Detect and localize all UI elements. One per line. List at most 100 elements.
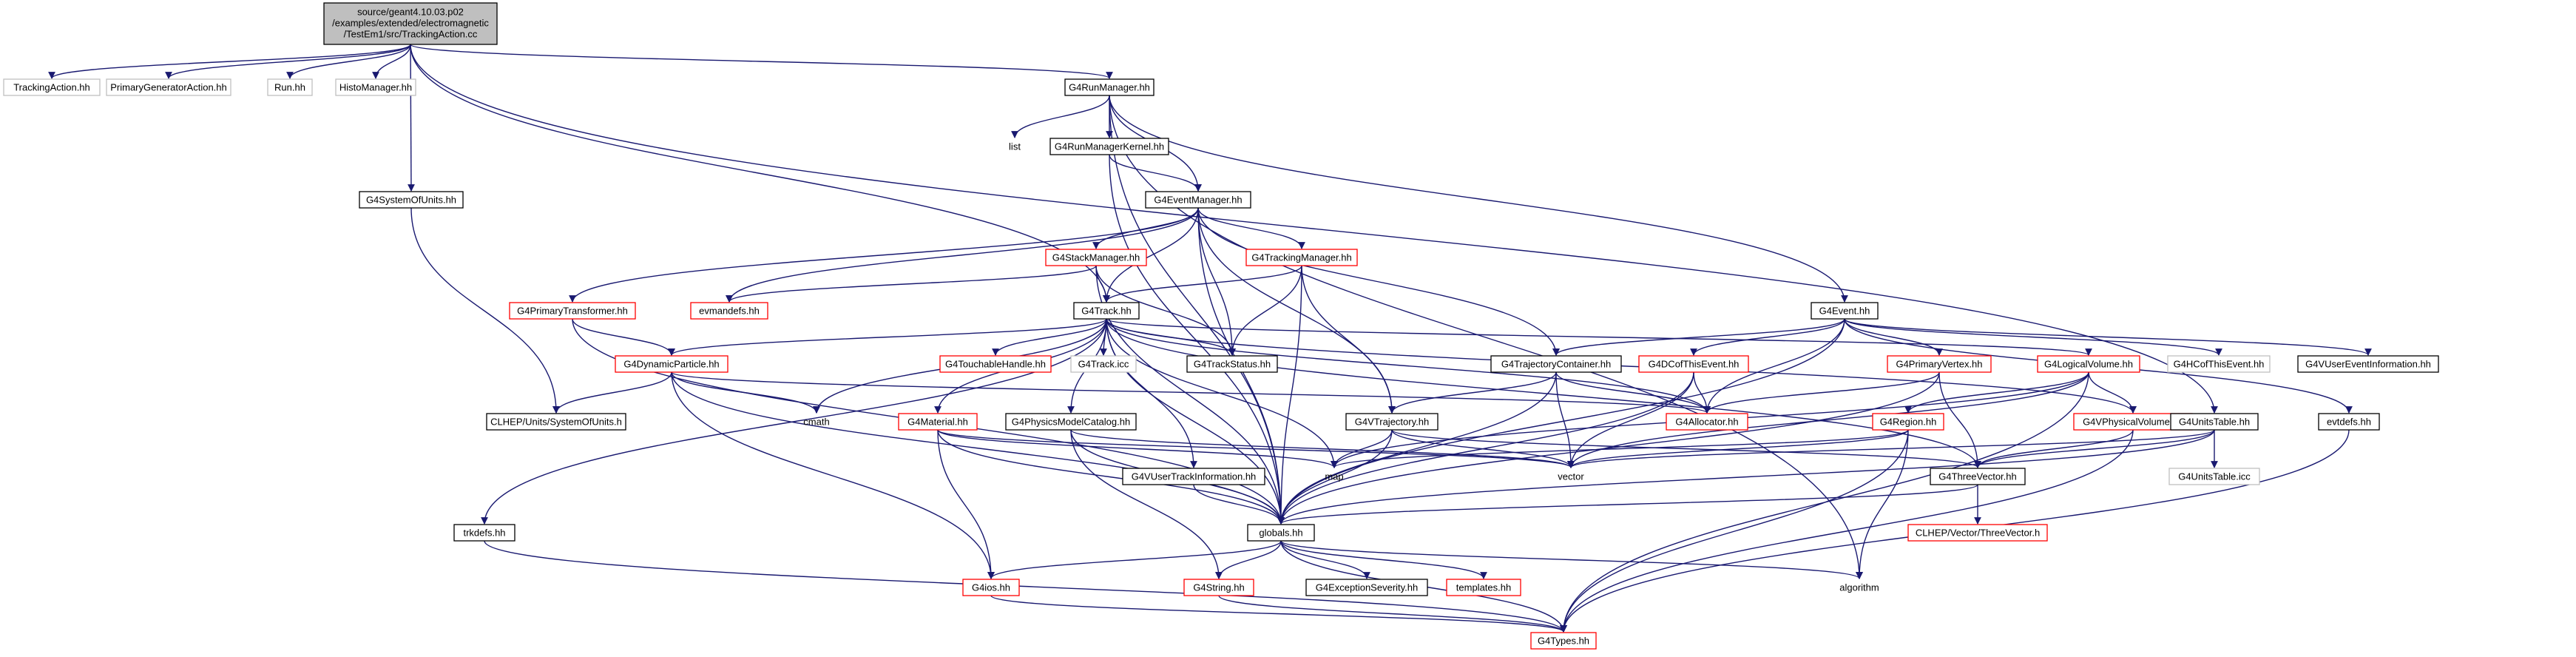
edge-G4VPhysicalVolume_hh-to-G4ThreeVector_hh — [1974, 429, 2134, 468]
node-box — [1930, 468, 2026, 485]
node-g4logicalvolume-hh[interactable]: G4LogicalVolume.hh — [2037, 355, 2140, 373]
edge-G4Event_hh-to-globals_hh — [1277, 318, 1845, 525]
node-label: G4String.hh — [1193, 582, 1244, 593]
node-clhep-threevector[interactable]: CLHEP/Vector/ThreeVector.h — [1907, 524, 2048, 542]
node-clhep-units[interactable]: CLHEP/Units/SystemOfUnits.h — [486, 413, 626, 431]
node-g4systemofunits-hh[interactable]: G4SystemOfUnits.hh — [359, 191, 464, 209]
node-evmandefs-hh[interactable]: evmandefs.hh — [690, 302, 768, 320]
node-label: G4SystemOfUnits.hh — [366, 194, 456, 205]
node-g4runmanager-hh[interactable]: G4RunManager.hh — [1064, 78, 1155, 96]
edge-G4TrackingManager_hh-to-G4VTrajectory_hh — [1301, 265, 1396, 414]
edge-G4Event_hh-to-G4VUserEventInformation_hh — [1844, 318, 2372, 356]
node-box — [1183, 579, 1254, 596]
node-g4primarytransformer-hh[interactable]: G4PrimaryTransformer.hh — [509, 302, 636, 320]
node-g4unitstable-hh[interactable]: G4UnitsTable.hh — [2170, 413, 2259, 431]
node-g4stackmanager-hh[interactable]: G4StackManager.hh — [1045, 249, 1147, 266]
node-histomanager-hh[interactable]: HistoManager.hh — [335, 78, 416, 96]
edge-G4Track_hh-to-G4DynamicParticle_hh — [668, 318, 1107, 356]
node-g4string-hh[interactable]: G4String.hh — [1183, 579, 1254, 596]
node-g4dcofthisevent-hh[interactable]: G4DCofThisEvent.hh — [1638, 355, 1749, 373]
edge-G4DCofThisEvent_hh-to-vector — [1567, 371, 1694, 468]
edge-G4TrajectoryContainer_hh-to-globals_hh — [1277, 371, 1557, 525]
edge-G4RunManager_hh-to-G4Event_hh — [1109, 95, 1848, 303]
node-g4runmanagerkernel-hh[interactable]: G4RunManagerKernel.hh — [1049, 138, 1169, 155]
node-g4trajectorycontainer-hh[interactable]: G4TrajectoryContainer.hh — [1490, 355, 1622, 373]
edge-G4DynamicParticle_hh-to-G4ios_hh — [671, 371, 995, 579]
edge-G4Region_hh-to-algorithm — [1856, 429, 1909, 579]
node-label: G4Material.hh — [907, 416, 968, 427]
node-cmath[interactable]: cmath — [796, 414, 837, 430]
node-g4primaryvertex-hh[interactable]: G4PrimaryVertex.hh — [1887, 355, 1992, 373]
node-g4threevector-hh[interactable]: G4ThreeVector.hh — [1930, 468, 2026, 485]
edge-root-to-TrackingAction_hh — [48, 44, 411, 79]
node-list[interactable]: list — [1000, 138, 1030, 155]
node-algorithm[interactable]: algorithm — [1831, 579, 1887, 596]
node-g4hcofthisevent-hh[interactable]: G4HCofThisEvent.hh — [2167, 355, 2271, 373]
node-label: G4UnitsTable.hh — [2179, 416, 2250, 427]
node-evtdefs-hh[interactable]: evtdefs.hh — [2318, 413, 2380, 431]
node-g4region-hh[interactable]: G4Region.hh — [1872, 413, 1944, 431]
node-root-tracking-action-cc[interactable]: source/geant4.10.03.p02 /examples/extend… — [323, 2, 498, 45]
edge-G4DCofThisEvent_hh-to-globals_hh — [1277, 371, 1694, 525]
edge-G4DynamicParticle_hh-to-cmath — [671, 371, 820, 414]
node-box — [2167, 355, 2271, 373]
node-box — [1638, 355, 1749, 373]
node-run-hh[interactable]: Run.hh — [267, 78, 313, 96]
edge-G4Track_hh-to-G4TouchableHandle_hh — [992, 318, 1107, 356]
node-g4vusereventinformation-hh[interactable]: G4VUserEventInformation.hh — [2297, 355, 2439, 373]
node-g4vphysicalvolume-hh[interactable]: G4VPhysicalVolume.hh — [2073, 413, 2193, 431]
node-label: G4Region.hh — [1880, 416, 1937, 427]
node-g4eventmanager-hh[interactable]: G4EventManager.hh — [1145, 191, 1251, 209]
node-g4track-hh[interactable]: G4Track.hh — [1073, 302, 1140, 320]
node-g4trackstatus-hh[interactable]: G4TrackStatus.hh — [1186, 355, 1278, 373]
node-g4vtrajectory-hh[interactable]: G4VTrajectory.hh — [1345, 413, 1439, 431]
node-templates-hh[interactable]: templates.hh — [1446, 579, 1521, 596]
node-vector[interactable]: vector — [1550, 468, 1592, 485]
node-g4trackingmanager-hh[interactable]: G4TrackingManager.hh — [1245, 249, 1358, 266]
node-label: G4Track.icc — [1078, 358, 1129, 369]
node-g4allocator-hh[interactable]: G4Allocator.hh — [1666, 413, 1748, 431]
edge-root-to-G4UnitsTable_hh — [410, 44, 2218, 414]
edge-G4EventManager_hh-to-G4TrackStatus_hh — [1197, 207, 1236, 356]
edge-root-to-HistoManager_hh — [372, 44, 411, 79]
node-box — [1122, 468, 1265, 485]
node-g4exceptionseverity-hh[interactable]: G4ExceptionSeverity.hh — [1305, 579, 1428, 596]
node-g4ios-hh[interactable]: G4ios.hh — [962, 579, 1020, 596]
node-label: G4UnitsTable.icc — [2178, 471, 2251, 482]
edge-G4RunManagerKernel_hh-to-G4EventManager_hh — [1109, 154, 1202, 192]
node-trkdefs-hh[interactable]: trkdefs.hh — [453, 524, 515, 542]
node-globals-hh[interactable]: globals.hh — [1247, 524, 1315, 542]
node-label: G4Event.hh — [1819, 305, 1870, 316]
node-g4event-hh[interactable]: G4Event.hh — [1811, 302, 1879, 320]
node-map[interactable]: map — [1318, 468, 1350, 485]
edge-G4UnitsTable_hh-to-globals_hh — [1277, 429, 2215, 525]
node-box — [1872, 413, 1944, 431]
node-g4dynamicparticle-hh[interactable]: G4DynamicParticle.hh — [615, 355, 728, 373]
edge-G4PrimaryVertex_hh-to-G4ThreeVector_hh — [1938, 371, 1981, 468]
node-box — [3, 78, 101, 96]
node-g4track-icc[interactable]: G4Track.icc — [1070, 355, 1137, 373]
node-label: templates.hh — [1456, 582, 1511, 593]
node-label: G4TrackStatus.hh — [1194, 358, 1271, 369]
node-g4types-hh[interactable]: G4Types.hh — [1530, 632, 1597, 650]
node-g4material-hh[interactable]: G4Material.hh — [898, 413, 978, 431]
node-g4vusertrackinformation-hh[interactable]: G4VUserTrackInformation.hh — [1122, 468, 1265, 485]
node-g4touchablehandle-hh[interactable]: G4TouchableHandle.hh — [939, 355, 1052, 373]
node-label: evtdefs.hh — [2327, 416, 2371, 427]
edge-G4Track_hh-to-G4LogicalVolume_hh — [1106, 318, 2092, 356]
node-box — [1345, 413, 1439, 431]
edge-G4StackManager_hh-to-evmandefs_hh — [726, 265, 1097, 303]
edge-G4UnitsTable_hh-to-G4ThreeVector_hh — [1974, 429, 2215, 468]
node-box — [486, 413, 626, 431]
node-g4physicsmodelcatalog-hh[interactable]: G4PhysicsModelCatalog.hh — [1005, 413, 1137, 431]
node-box — [2318, 413, 2380, 431]
node-box — [1247, 524, 1315, 542]
node-box — [1245, 249, 1358, 266]
node-primarygeneratoraction-hh[interactable]: PrimaryGeneratorAction.hh — [106, 78, 231, 96]
node-box — [359, 191, 464, 209]
node-trackingaction-hh[interactable]: TrackingAction.hh — [3, 78, 101, 96]
edge-G4UnitsTable_hh-to-vector — [1567, 429, 2215, 468]
node-g4unitstable-icc[interactable]: G4UnitsTable.icc — [2168, 468, 2260, 485]
node-box — [1490, 355, 1622, 373]
edge-G4Region_hh-to-map — [1331, 429, 1909, 468]
